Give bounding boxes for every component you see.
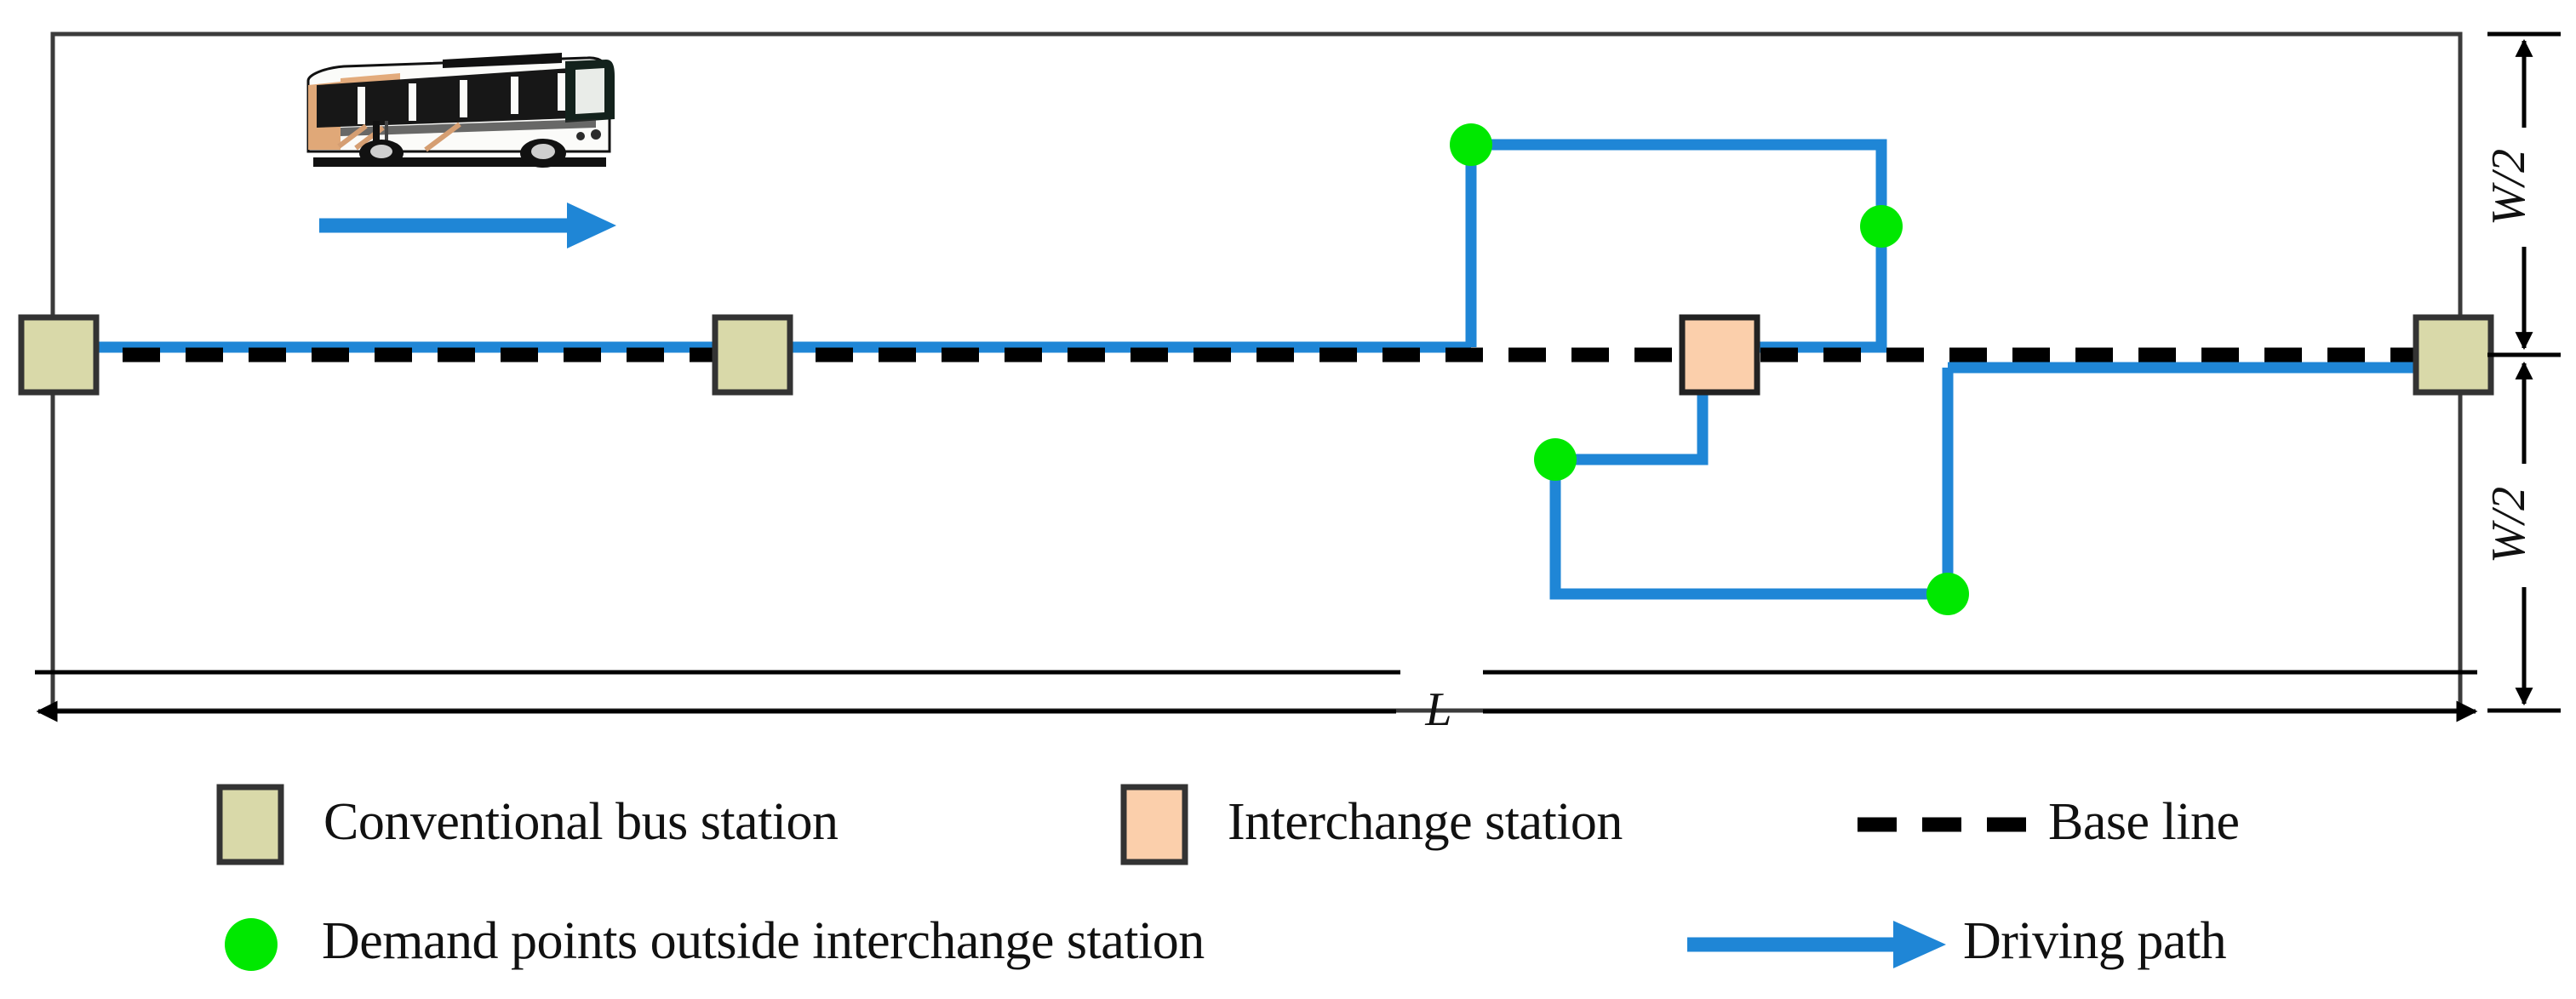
demand-point-1 (1450, 123, 1492, 166)
legend-swatch-interchange-station (1120, 784, 1188, 865)
legend-item-interchange-station: Interchange station (1120, 784, 1623, 865)
legend-swatch-conventional-station (216, 784, 284, 865)
demand-point-4 (1926, 573, 1969, 615)
legend-item-base-line: Base line (1858, 793, 2240, 851)
legend-label-driving-path: Driving path (1963, 912, 2227, 970)
width-dimension-group (2487, 31, 2561, 713)
legend-label-interchange-station: Interchange station (1228, 793, 1623, 851)
legend-label-conventional-station: Conventional bus station (323, 793, 839, 851)
width-label-top: W/2 (2482, 149, 2535, 225)
length-label: L (1424, 683, 1451, 736)
legend: Conventional bus station Interchange sta… (216, 784, 2240, 971)
conventional-bus-station-right (2413, 314, 2494, 396)
driving-path-segment-upper-loop (1465, 139, 1887, 353)
driving-path-segment-lower-loop (1549, 368, 1954, 600)
demand-point-3 (1534, 438, 1577, 481)
legend-item-driving-path: Driving path (1687, 912, 2227, 970)
right-arrow-icon (319, 203, 616, 248)
conventional-bus-station-left (18, 314, 100, 396)
stations-group (18, 314, 2494, 396)
conventional-bus-station-middle (712, 314, 793, 396)
bus-icon (306, 53, 615, 168)
demand-points-group (1450, 123, 1969, 615)
legend-label-demand-points: Demand points outside interchange statio… (322, 912, 1205, 970)
legend-swatch-driving-path-arrow (1893, 921, 1946, 968)
legend-item-conventional-bus-station: Conventional bus station (216, 784, 839, 865)
legend-item-demand-points: Demand points outside interchange statio… (225, 912, 1205, 971)
legend-label-base-line: Base line (2048, 793, 2240, 851)
length-dimension-group (35, 670, 2478, 722)
legend-swatch-demand-point (225, 918, 278, 971)
demand-point-2 (1860, 205, 1903, 248)
interchange-station-1 (1679, 314, 1760, 396)
width-label-bottom: W/2 (2482, 487, 2535, 563)
